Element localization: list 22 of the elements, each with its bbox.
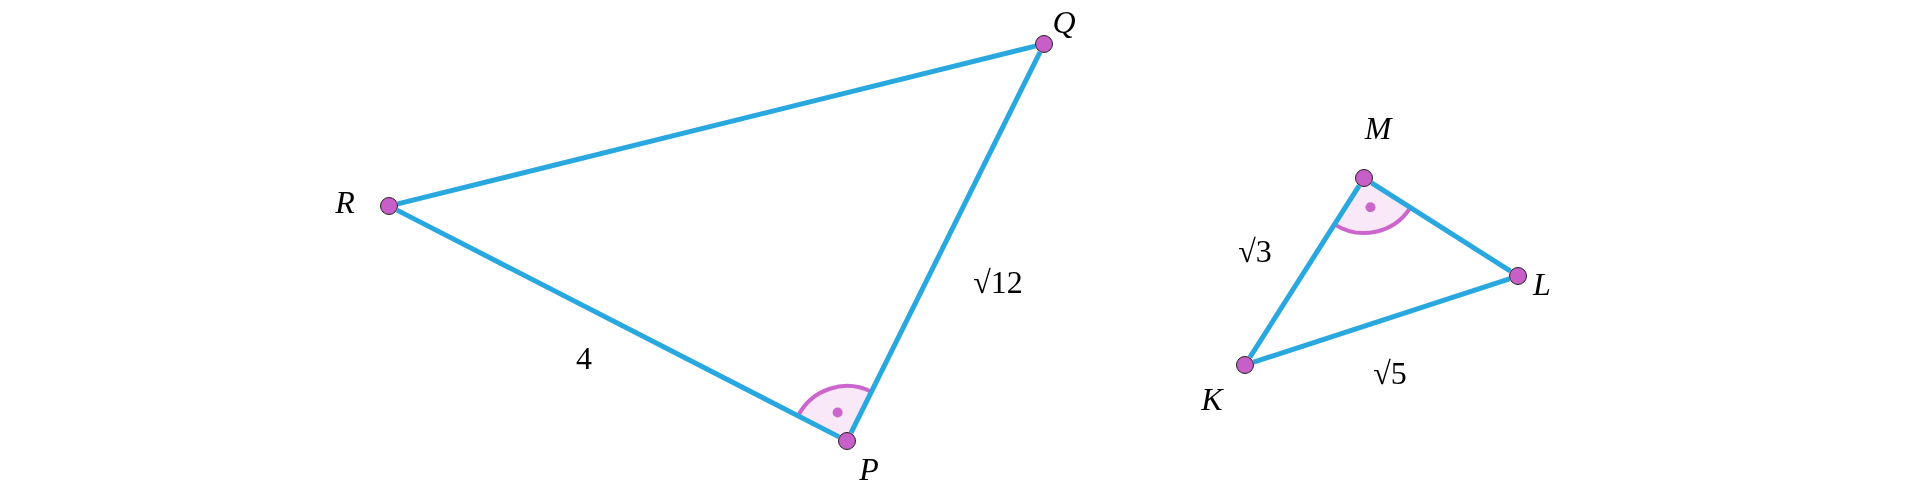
point-marker [1509, 267, 1527, 285]
point-marker [380, 197, 398, 215]
line-segment [397, 43, 1036, 207]
point-marker [1355, 169, 1373, 187]
point-marker [1035, 35, 1053, 53]
point-label: L [1533, 268, 1551, 300]
line-segment [1247, 184, 1362, 359]
line-segment [395, 207, 841, 440]
side-length-label: √5 [1373, 357, 1407, 389]
point-label: K [1201, 383, 1223, 415]
line-segment [1252, 276, 1511, 365]
point-marker [838, 432, 856, 450]
point-label: R [335, 186, 355, 218]
side-length-label: √3 [1238, 235, 1272, 267]
point-label: P [859, 453, 879, 485]
point-marker [1236, 356, 1254, 374]
side-length-label: 4 [576, 342, 592, 374]
side-length-label: √12 [973, 266, 1023, 298]
line-segment [848, 50, 1043, 435]
line-segment [1370, 180, 1512, 274]
point-label: Q [1052, 6, 1076, 38]
point-label: M [1364, 112, 1392, 144]
